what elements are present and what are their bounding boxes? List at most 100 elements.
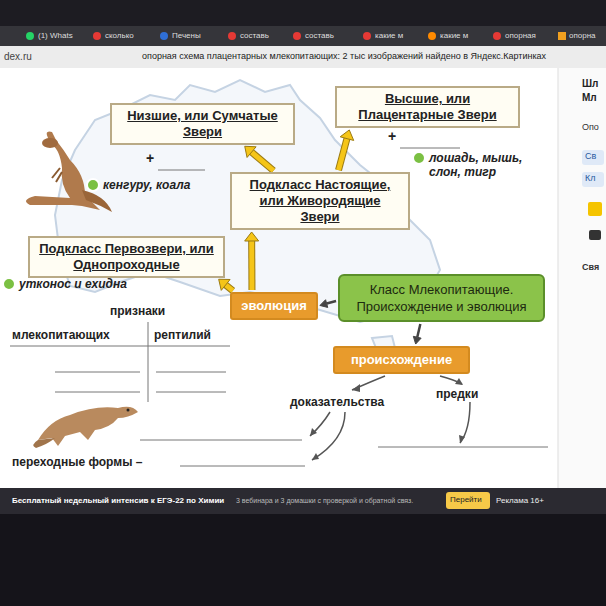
text-label: Шл	[582, 78, 598, 90]
blank-answer-line	[156, 392, 226, 393]
tab-icon	[93, 32, 101, 40]
topic-box: эволюция	[230, 292, 318, 320]
leader-arrow	[310, 412, 330, 436]
text-label: млекопитающих	[12, 328, 110, 342]
text-label: рептилий	[154, 328, 211, 342]
text-label: признаки	[110, 304, 165, 318]
sidebar-widget	[582, 150, 604, 165]
leader-arrowhead	[310, 428, 317, 436]
text-label: предки	[436, 387, 478, 401]
arrowhead	[413, 336, 421, 344]
box-text: происхождение	[343, 352, 460, 368]
tab-icon	[428, 32, 436, 40]
example-bullet	[87, 179, 99, 191]
leader-arrow	[460, 402, 470, 443]
leader-arrowhead	[459, 435, 465, 443]
group-box: Высшие, или Плацентарные Звери	[335, 86, 520, 128]
tab-icon	[558, 32, 566, 40]
connector	[320, 300, 336, 308]
topic-box: происхождение	[333, 346, 470, 374]
leader-arrowhead	[352, 384, 360, 392]
text-label: какие м	[375, 31, 403, 41]
blank-answer-line	[148, 322, 149, 402]
text-label: сколько	[105, 31, 134, 41]
kangaroo-picture	[52, 168, 62, 182]
kangaroo-picture	[26, 132, 112, 212]
text-label: какие м	[440, 31, 468, 41]
leader-arrowhead	[455, 378, 463, 385]
box-text: Подкласс Первозвери, или Однопроходные	[38, 241, 215, 273]
blank-answer-line	[378, 447, 548, 448]
kangaroo-picture	[42, 138, 58, 148]
text-label: кенгуру, коала	[103, 178, 191, 192]
connector-line	[339, 139, 347, 170]
transitional-animal-picture	[127, 409, 130, 412]
browser-chrome	[0, 0, 606, 26]
sidebar-widget	[589, 230, 601, 240]
browser-chrome	[558, 68, 606, 488]
subclass-box: Подкласс Настоящие, или Живородящие Звер…	[230, 172, 410, 230]
text-label: составь	[240, 31, 269, 41]
leader-arrowhead	[312, 453, 319, 460]
box-text: Подкласс Настоящие, или Живородящие Звер…	[240, 177, 400, 225]
connector-line	[226, 285, 233, 291]
text-label: (1) Whats	[38, 31, 73, 41]
text-label: Печены	[172, 31, 201, 41]
arrowhead	[340, 130, 354, 141]
connector-line	[252, 152, 274, 171]
text-label: переходные формы –	[12, 455, 142, 469]
leader-arrow	[440, 376, 462, 384]
tab-icon	[26, 32, 566, 40]
text-label: лошадь, мышь, слон, тигр	[429, 151, 547, 180]
connector-outline	[339, 139, 347, 170]
tab-icon	[293, 32, 301, 40]
text-label: опорная	[505, 31, 536, 41]
text-label: Кл	[585, 173, 596, 184]
tab-icon	[363, 32, 371, 40]
kangaroo-picture	[82, 190, 112, 212]
connector-line	[249, 241, 254, 290]
browser-chrome	[0, 514, 606, 606]
text-label: +	[388, 128, 396, 145]
blank-answer-line	[400, 148, 460, 149]
tab-icon	[228, 32, 236, 40]
subclass-box: Подкласс Первозвери, или Однопроходные	[28, 236, 225, 278]
text-label: опорная схема плацентарных млекопитающих…	[142, 51, 546, 62]
connector	[339, 130, 354, 170]
sidebar-widget	[582, 172, 604, 187]
text-label: Мл	[582, 92, 597, 104]
text-label: опорна	[569, 31, 596, 41]
connector	[245, 146, 274, 170]
sidebar-widget	[446, 492, 490, 509]
arrowhead	[320, 300, 328, 308]
example-bullet	[3, 278, 15, 290]
box-text: Низшие, или Сумчатые Звери	[120, 108, 285, 140]
example-bullet	[413, 152, 425, 164]
connector-line	[327, 301, 336, 304]
browser-chrome	[0, 68, 558, 488]
text-label: Свя	[582, 262, 599, 273]
transitional-animal-picture	[38, 407, 138, 446]
blank-answer-line	[180, 466, 305, 467]
transitional-animal-picture	[33, 407, 138, 448]
text-label: утконос и ехидна	[19, 277, 127, 291]
blank-answer-line	[158, 170, 205, 171]
browser-chrome	[0, 488, 606, 514]
group-box: Низшие, или Сумчатые Звери	[110, 103, 295, 145]
tab-icon	[160, 32, 168, 40]
blank-answer-line	[10, 346, 230, 347]
text-label: Опо	[582, 122, 599, 133]
connector-outline	[248, 241, 255, 290]
blank-answer-line	[140, 440, 302, 441]
text-label: 3 вебинара и 3 домашки с проверкой и обр…	[236, 497, 413, 505]
arrowhead	[245, 146, 256, 157]
blank-answer-line	[55, 392, 140, 393]
text-label: составь	[305, 31, 334, 41]
box-text: эволюция	[240, 298, 308, 314]
text-label: +	[146, 150, 154, 167]
blank-answer-line	[10, 148, 548, 466]
connector-line	[417, 324, 420, 337]
text-label: Бесплатный недельный интенсив к ЕГЭ-22 п…	[12, 496, 224, 506]
sidebar-widget	[446, 150, 604, 509]
